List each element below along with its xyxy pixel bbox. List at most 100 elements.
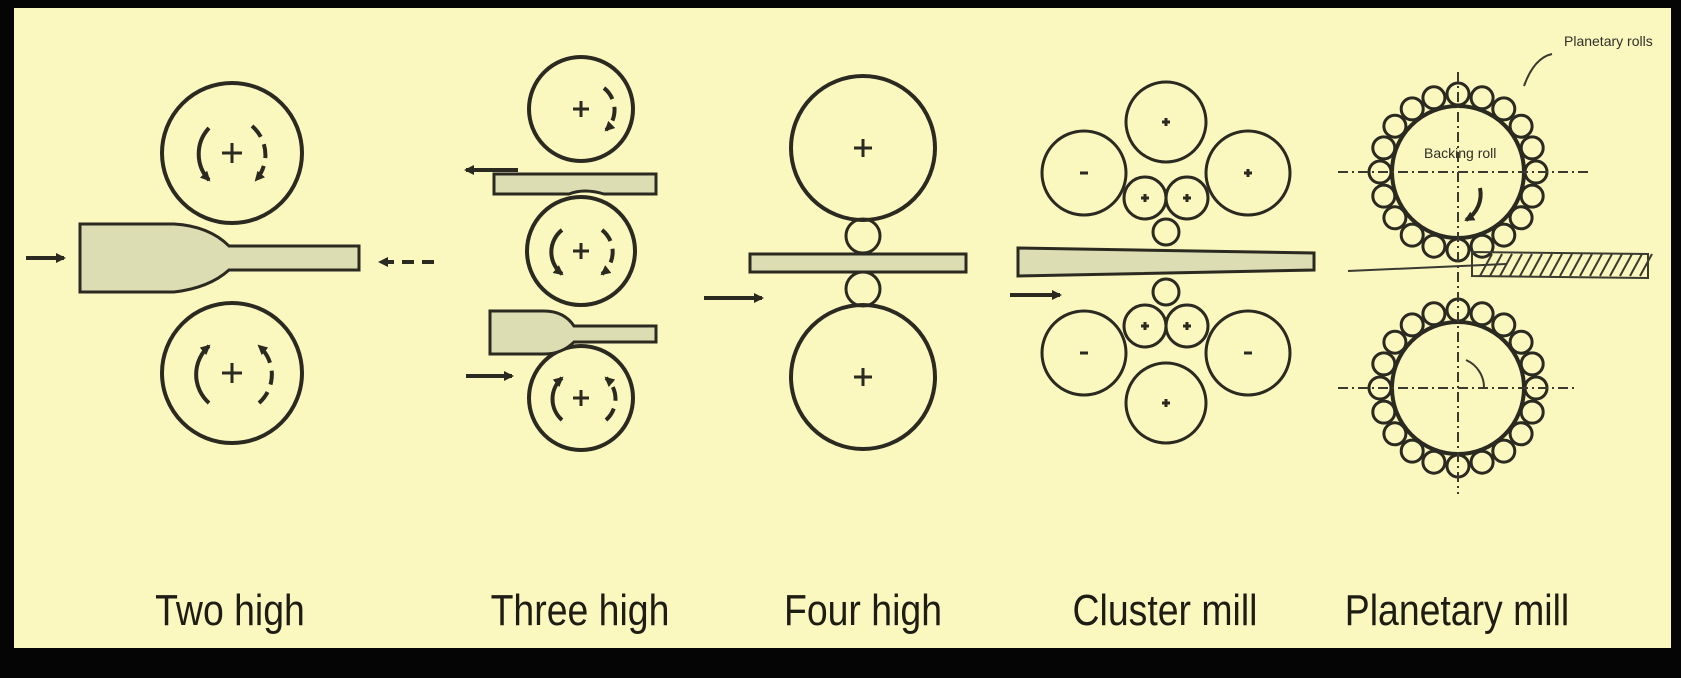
planetary-mill: Planetary rolls Backing roll [1338,33,1653,494]
upper-work-roll [160,81,304,225]
rotation-arrow [550,376,564,422]
planetary-roll [1399,312,1425,338]
lower-work-roll [1151,277,1181,307]
planetary-roll [1469,449,1495,475]
lower-work-roll [844,270,882,308]
backup-roll [1204,129,1292,217]
roll-center-mark [222,143,242,163]
strip-hatching [1479,253,1653,277]
backup-roll [1204,309,1292,397]
rotation-arrow-dashed [257,344,274,405]
bottom-roll [527,344,635,452]
rotation-arrow [196,126,211,182]
roll-center-mark [1080,118,1252,407]
hatch-line [1519,253,1533,277]
roll-center-mark [573,101,589,117]
planetary-roll [1519,135,1545,161]
caption-two-high: Two high [155,586,305,635]
planetary-roll [1421,449,1447,475]
planetary-roll [1519,399,1545,425]
upper-work-roll [1151,217,1181,247]
planetary-roll [1508,329,1534,355]
middle-roll [525,195,637,307]
planetary-rolls-label: Planetary rolls [1564,33,1653,49]
planetary-roll [1399,222,1425,248]
two-high-mill [26,81,434,445]
intermediate-roll [1164,303,1210,349]
hatch-line [1609,253,1623,277]
backup-roll [1040,309,1128,397]
rotation-arrow [549,228,564,276]
cluster-mill [1010,80,1316,445]
hatch-line [1539,253,1553,277]
hatch-line [1499,253,1513,277]
backup-roll [1124,80,1208,164]
hatch-line [1479,253,1493,277]
planetary-roll [1508,113,1534,139]
caption-three-high: Three high [490,586,670,635]
planetary-roll [1491,438,1517,464]
planetary-roll [1367,159,1393,185]
rotation-arrow-dashed [604,376,618,422]
workpiece-strip [1471,250,1649,280]
planetary-roll [1491,312,1517,338]
caption-planetary-mill: Planetary mill [1344,586,1570,635]
planetary-roll [1371,399,1397,425]
strip-entry-line [1347,263,1507,272]
planetary-roll [1491,222,1517,248]
planetary-roll [1382,329,1408,355]
planetary-roll [1367,375,1393,401]
hatch-line [1629,253,1643,277]
hatch-line [1619,253,1633,277]
caption-cluster-mill: Cluster mill [1072,586,1258,635]
hatch-line [1579,253,1593,277]
lower-work-roll [160,301,304,445]
rotation-arrow [1464,187,1483,222]
workpiece-strip [748,252,968,274]
roll-center-mark [573,390,589,406]
workpiece-strip [1016,246,1316,278]
planetary-roll [1382,421,1408,447]
planetary-roll [1469,233,1495,259]
caption-four-high: Four high [783,586,942,635]
backing-roll-label: Backing roll [1424,145,1496,161]
hatch-line [1639,253,1653,277]
lower-pass-strip [488,309,658,356]
backup-roll [1040,129,1128,217]
upper-pass-strip [492,172,658,196]
hatch-line [1529,253,1543,277]
planetary-roll [1421,85,1447,111]
planetary-roll [1519,351,1545,377]
hatch-line [1509,253,1523,277]
hatch-line [1599,253,1613,277]
planetary-roll [1382,113,1408,139]
four-high-mill [704,74,968,451]
rotation-arrow-dashed [250,124,268,182]
leader-line [1523,53,1553,87]
upper-planetary-rolls [1367,81,1549,263]
roll-center-mark [854,368,872,386]
rotation-arrow [194,344,211,405]
planetary-roll [1508,421,1534,447]
intermediate-roll [1164,175,1210,221]
planetary-roll [1399,96,1425,122]
planetary-roll [1469,85,1495,111]
hatch-line [1569,253,1583,277]
three-high-mill [464,55,658,452]
rolling-mills-diagram: Planetary rolls Backing roll [26,33,1653,494]
planetary-roll [1519,183,1545,209]
planetary-roll [1508,205,1534,231]
workpiece-strip [78,222,361,294]
planetary-roll [1491,96,1517,122]
rotation-arrow [1465,359,1486,389]
planetary-roll [1371,135,1397,161]
planetary-roll [1421,233,1447,259]
hatch-line [1559,253,1573,277]
planetary-roll [1399,438,1425,464]
planetary-roll [1469,301,1495,327]
planetary-roll [1421,301,1447,327]
planetary-roll [1371,183,1397,209]
rotation-arrow-dashed [602,86,617,132]
roll-center-mark [573,243,589,259]
backup-roll [1124,361,1208,445]
